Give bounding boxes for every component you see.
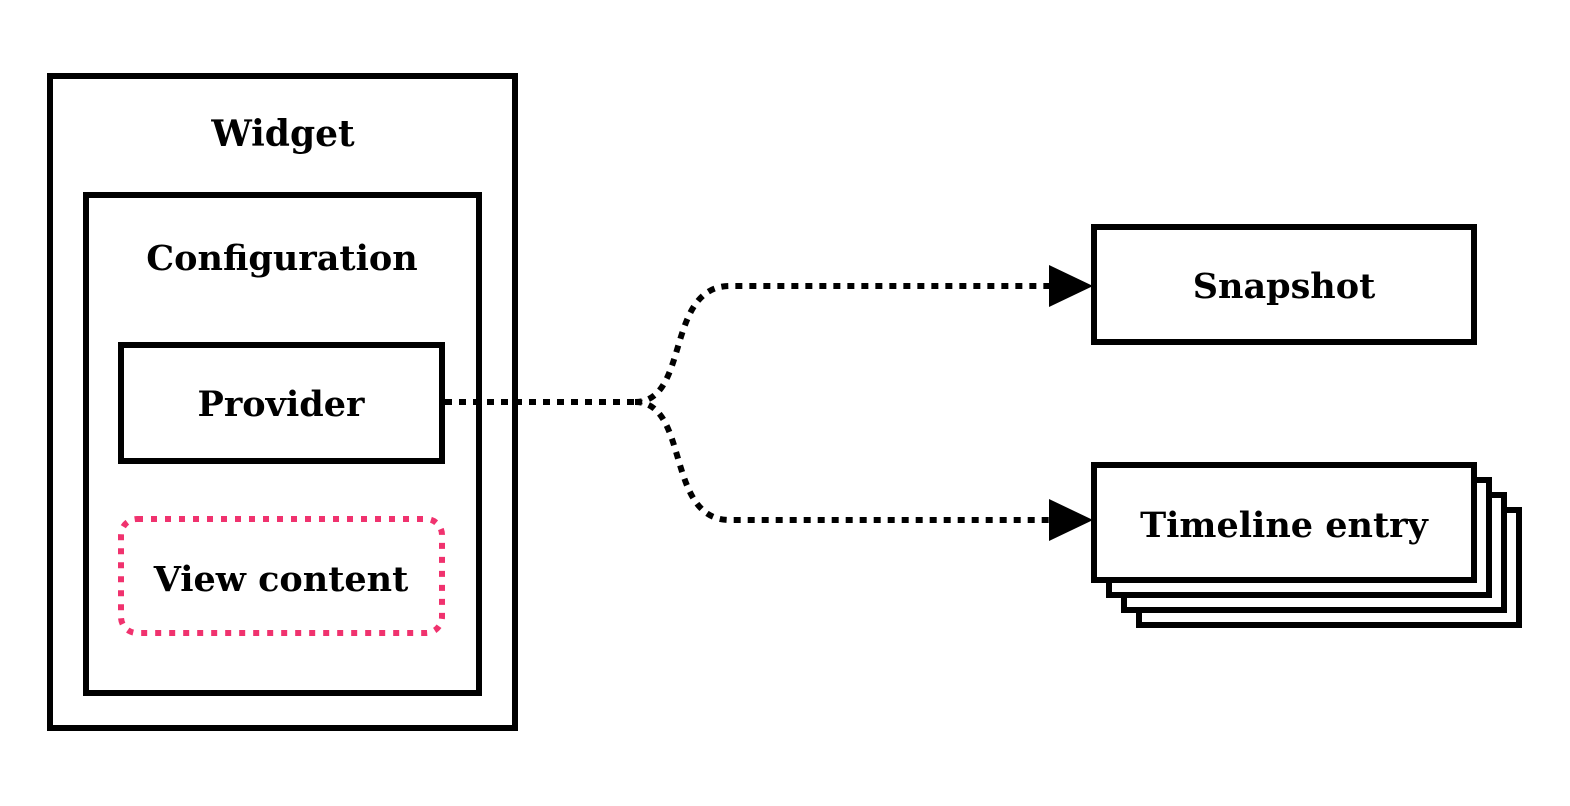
provider-label: Provider	[198, 384, 365, 425]
view-content-box	[118, 516, 445, 636]
timeline-entry-label: Timeline entry	[1140, 505, 1429, 546]
timeline-arrowhead	[1049, 499, 1093, 541]
timeline-connector	[634, 399, 1052, 523]
provider-box	[118, 342, 445, 464]
snapshot-arrowhead	[1049, 265, 1093, 307]
widget-label: Widget	[210, 113, 355, 155]
timeline-entry-box	[1091, 462, 1477, 583]
provider-connectors	[445, 283, 1052, 523]
configuration-box	[83, 192, 482, 696]
snapshot-connector	[634, 283, 1052, 405]
configuration-label: Configuration	[146, 238, 417, 279]
snapshot-label: Snapshot	[1193, 266, 1376, 307]
view-content-label: View content	[153, 559, 409, 600]
timeline-entry-stack	[1091, 462, 1522, 628]
snapshot-box	[1091, 224, 1477, 345]
